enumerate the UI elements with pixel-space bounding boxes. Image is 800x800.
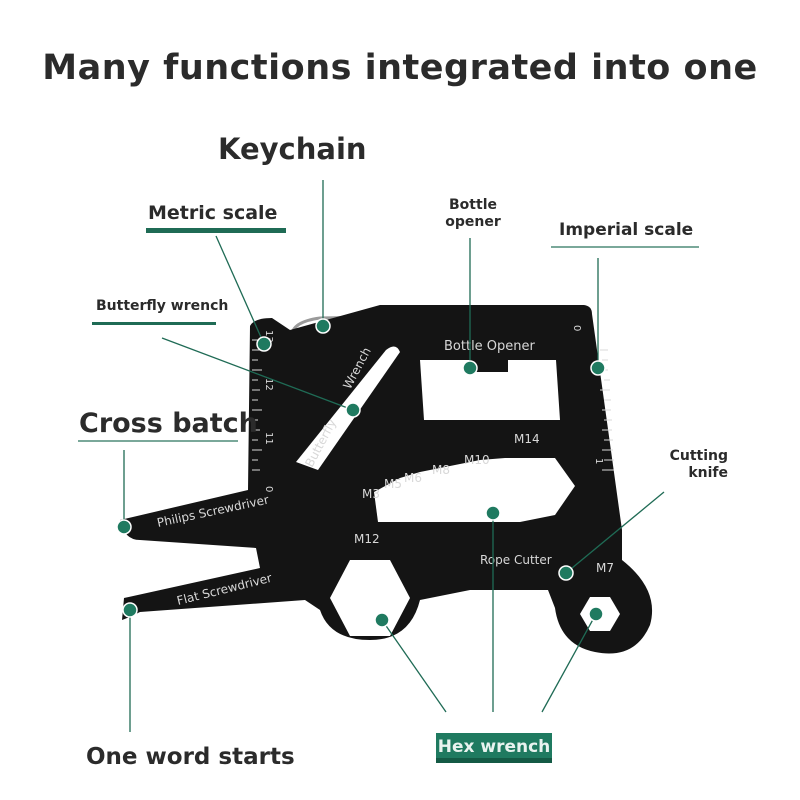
marker-cutting-knife bbox=[558, 565, 574, 581]
marker-keychain bbox=[315, 318, 331, 334]
imperial-scale-underline bbox=[551, 246, 699, 248]
marker-flat-screwdriver bbox=[122, 602, 138, 618]
tool-text-m14: M14 bbox=[514, 432, 540, 446]
tool-text-m8: M8 bbox=[432, 463, 450, 477]
label-one-word-starts: One word starts bbox=[86, 744, 295, 770]
marker-imperial-scale bbox=[590, 360, 606, 376]
marker-butterfly-wrench bbox=[345, 402, 361, 418]
metric-tick-11: 11 bbox=[263, 432, 274, 445]
metric-tick-0: 0 bbox=[263, 486, 274, 492]
butterfly-wrench-underline bbox=[92, 322, 216, 325]
bottle-opener-cutout bbox=[420, 360, 560, 420]
metric-tick-13: 13 bbox=[263, 330, 274, 343]
marker-m7-hex bbox=[588, 606, 604, 622]
label-imperial-scale: Imperial scale bbox=[559, 220, 694, 240]
tool-text-m10: M10 bbox=[464, 453, 490, 467]
label-cutting-knife-line2: knife bbox=[688, 465, 728, 481]
marker-cross-batch bbox=[116, 519, 132, 535]
marker-bottle-opener bbox=[462, 360, 478, 376]
tool-text-m7: M7 bbox=[596, 561, 614, 575]
metric-scale-underline bbox=[146, 228, 286, 233]
label-bottle-opener-line2: opener bbox=[445, 214, 501, 230]
imperial-tick-1: 1 bbox=[593, 458, 604, 464]
marker-m12-hex bbox=[374, 612, 390, 628]
marker-hex-key bbox=[485, 505, 501, 521]
imperial-tick-0: 0 bbox=[571, 325, 582, 331]
m12-hex bbox=[330, 560, 410, 636]
cross-batch-underline bbox=[78, 440, 238, 442]
label-cross-batch: Cross batch bbox=[79, 408, 258, 439]
tool-text-m5: M5 bbox=[384, 477, 402, 491]
label-bottle-opener-line1: Bottle bbox=[449, 197, 497, 213]
label-cutting-knife: Cutting knife bbox=[660, 448, 728, 482]
label-keychain: Keychain bbox=[218, 132, 367, 166]
tool-text-m12: M12 bbox=[354, 532, 380, 546]
page-title: Many functions integrated into one bbox=[42, 48, 758, 88]
label-butterfly-wrench: Butterfly wrench bbox=[96, 298, 229, 314]
metric-scale-ticks bbox=[252, 339, 262, 471]
label-cutting-knife-line1: Cutting bbox=[669, 448, 728, 464]
label-hex-wrench: Hex wrench bbox=[436, 733, 552, 763]
metric-tick-12: 12 bbox=[263, 378, 274, 391]
callout-lines bbox=[123, 180, 665, 732]
tool-text-rope-cutter: Rope Cutter bbox=[480, 553, 552, 567]
tool-text-bottle-opener: Bottle Opener bbox=[444, 339, 536, 354]
marker-metric-scale bbox=[256, 336, 272, 352]
tool-text-m6: M6 bbox=[404, 471, 422, 485]
tool-text-m3: M3 bbox=[362, 487, 380, 501]
hex-key-slot bbox=[374, 458, 575, 522]
label-metric-scale: Metric scale bbox=[148, 202, 278, 224]
callout-markers bbox=[116, 318, 606, 628]
label-bottle-opener: Bottle opener bbox=[442, 197, 504, 231]
